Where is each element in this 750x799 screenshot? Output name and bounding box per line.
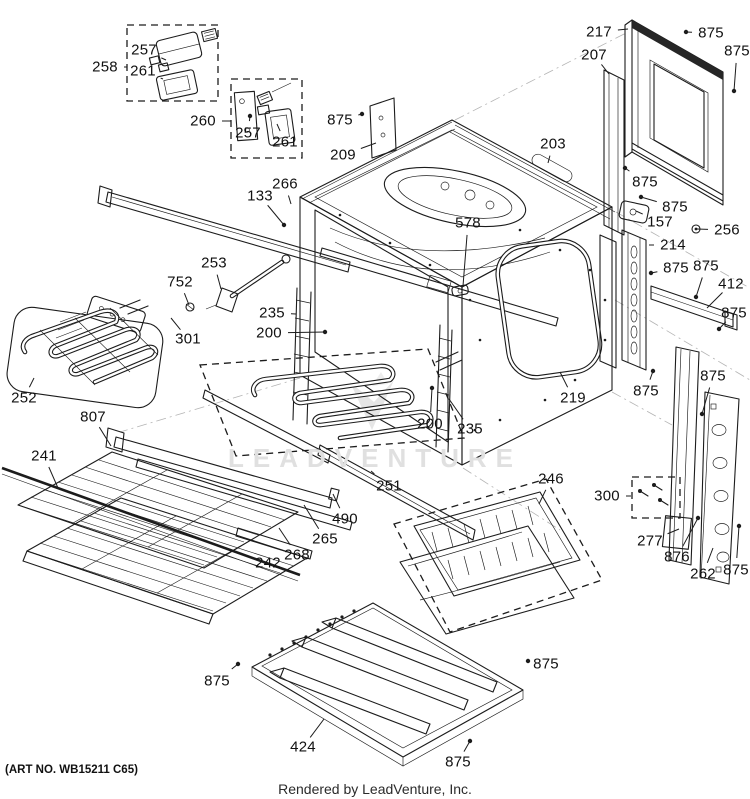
- part-callout-209: 209: [330, 146, 356, 164]
- part-callout-301: 301: [175, 330, 201, 348]
- part-callout-875: 875: [204, 672, 230, 690]
- part-callout-875: 875: [721, 304, 747, 322]
- part-callout-268: 268: [284, 546, 310, 564]
- construction-guides: [119, 31, 750, 531]
- part-callout-252: 252: [11, 389, 37, 407]
- part-callout-242: 242: [255, 554, 281, 572]
- part-callout-875: 875: [698, 24, 724, 42]
- part-callout-265: 265: [312, 530, 338, 548]
- footer-credit: Rendered by LeadVenture, Inc.: [278, 781, 472, 797]
- part-callout-257: 257: [131, 41, 157, 59]
- probe-and-bracket: [55, 254, 291, 339]
- broil-element-252: [6, 299, 164, 409]
- part-callout-875: 875: [724, 42, 750, 60]
- part-callout-277: 277: [637, 532, 663, 550]
- part-callout-875: 875: [533, 655, 559, 673]
- part-callout-875: 875: [693, 257, 719, 275]
- part-callout-200: 200: [417, 415, 443, 433]
- broil-pan-246: [393, 478, 603, 635]
- part-callout-266: 266: [272, 175, 298, 193]
- oven-racks: [17, 451, 308, 625]
- part-callout-875: 875: [632, 173, 658, 191]
- front-trim-266: [97, 185, 351, 273]
- part-callout-157: 157: [647, 213, 673, 231]
- part-callout-203: 203: [540, 135, 566, 153]
- part-callout-875: 875: [445, 753, 471, 771]
- oven-cabinet: [292, 119, 616, 541]
- part-callout-752: 752: [167, 273, 193, 291]
- art-number: (ART NO. WB15211 C65): [5, 764, 138, 776]
- part-callout-258: 258: [92, 58, 118, 76]
- part-callout-300: 300: [594, 487, 620, 505]
- part-callout-235: 235: [457, 420, 483, 438]
- part-callout-490: 490: [332, 510, 358, 528]
- part-callout-133: 133: [247, 187, 273, 205]
- part-callout-875: 875: [662, 198, 688, 216]
- part-callout-207: 207: [581, 46, 607, 64]
- side-trim-strip-207: [603, 69, 625, 236]
- part-callout-875: 875: [327, 111, 353, 129]
- top-bracket-209: [369, 97, 397, 159]
- bottom-panel-424: [251, 602, 524, 767]
- bake-element-251: [199, 348, 465, 464]
- part-callout-256: 256: [714, 221, 740, 239]
- latch-kit-box-260: [230, 78, 303, 159]
- part-callout-875: 875: [663, 259, 689, 277]
- part-callout-412: 412: [718, 275, 744, 293]
- part-callout-876: 876: [664, 548, 690, 566]
- leader-lines: [28, 28, 742, 752]
- part-callout-261: 261: [130, 62, 156, 80]
- part-callout-235: 235: [259, 304, 285, 322]
- part-callout-246: 246: [538, 470, 564, 488]
- part-callout-261: 261: [272, 133, 298, 151]
- part-callout-260: 260: [190, 112, 216, 130]
- latch-kit-box-258: [126, 24, 219, 102]
- part-callout-200: 200: [256, 324, 282, 342]
- part-callout-875: 875: [700, 367, 726, 385]
- part-callout-219: 219: [560, 389, 586, 407]
- part-callout-253: 253: [201, 254, 227, 272]
- part-callout-257: 257: [235, 124, 261, 142]
- part-callout-807: 807: [80, 408, 106, 426]
- part-callout-241: 241: [31, 447, 57, 465]
- part-callout-424: 424: [290, 738, 316, 756]
- part-callout-214: 214: [660, 236, 686, 254]
- part-callout-251: 251: [376, 477, 402, 495]
- oven-door-panel: [624, 19, 724, 206]
- part-callout-875: 875: [633, 382, 659, 400]
- part-callout-578: 578: [455, 214, 481, 232]
- part-callout-217: 217: [586, 23, 612, 41]
- part-callout-262: 262: [690, 565, 716, 583]
- watermark: LEADVENTURE: [228, 443, 523, 473]
- part-callout-875: 875: [723, 561, 749, 579]
